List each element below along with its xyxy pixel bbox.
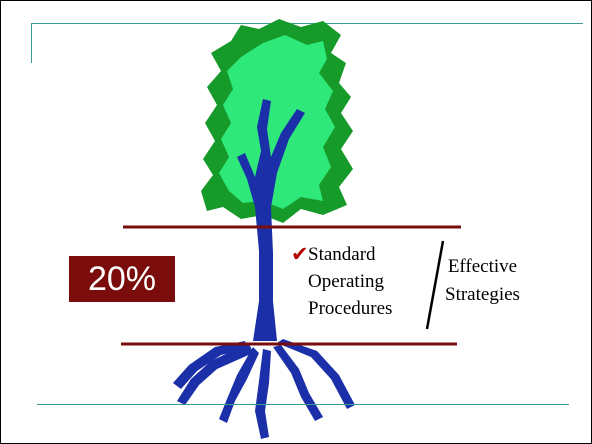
procedures-line-2: Operating (308, 271, 384, 292)
strategies-label: Effective Strategies (445, 253, 520, 309)
roots (173, 339, 355, 439)
left-accent-line (31, 23, 32, 63)
trunk (237, 99, 305, 341)
separator-slash (425, 240, 445, 330)
procedures-label: ✔ Standard Operating Procedures (291, 241, 392, 322)
percent-badge: 20% (69, 256, 175, 302)
top-accent-line (31, 23, 583, 24)
strategies-line-1: Effective (447, 256, 518, 277)
strategies-line-2: Strategies (445, 284, 520, 305)
procedures-line-1: Standard (308, 244, 376, 265)
check-mark-icon: ✔ (291, 242, 309, 266)
procedures-line-3: Procedures (308, 298, 393, 319)
bottom-accent-line (37, 404, 569, 405)
